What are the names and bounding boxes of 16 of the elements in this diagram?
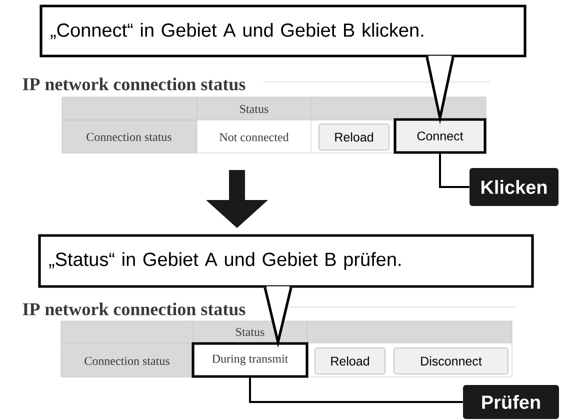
button: Reload (314, 348, 386, 374)
callout-tail (426, 56, 454, 124)
table-cell-text: Not connected (220, 132, 289, 142)
button: Reload (318, 124, 390, 150)
table-cell-text: Status (240, 104, 268, 114)
section-heading: IP network connection status (22, 302, 246, 316)
callout-tail (264, 286, 292, 348)
leader-line (439, 154, 470, 188)
table-cell-text: Connection status (86, 132, 172, 142)
button: Disconnect (394, 348, 508, 374)
table-cell-text: Connection status (84, 356, 170, 366)
highlighted-button: Connect (394, 118, 486, 154)
action-tag: Klicken (470, 168, 558, 206)
leader-line (249, 378, 463, 403)
section-heading: IP network connection status (22, 78, 246, 90)
action-tag: Prüfen (463, 385, 559, 419)
